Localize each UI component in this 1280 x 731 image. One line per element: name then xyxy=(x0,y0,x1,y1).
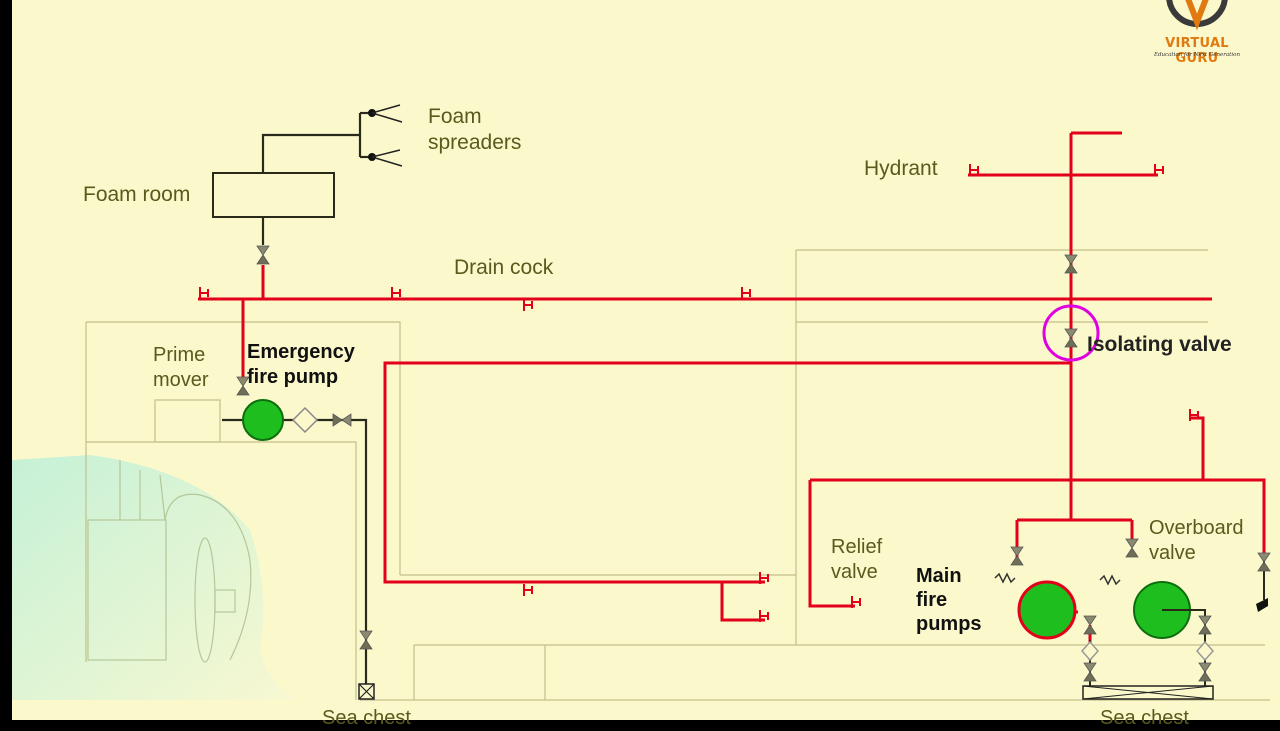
main-engine-outline xyxy=(87,460,252,663)
strainer-icon xyxy=(291,406,319,434)
relief-valve-spring-icon xyxy=(994,572,1016,584)
drain-cock-label: Drain cock xyxy=(454,256,554,279)
brand-logo: VIRTUAL GURU Education for Next Generati… xyxy=(1142,0,1252,66)
overboard-discharge-icon xyxy=(1256,598,1268,612)
engine-room-area xyxy=(12,455,300,700)
relief-valve-label: Relief valve xyxy=(831,536,883,583)
foam-room-tank xyxy=(212,172,335,218)
isolating-valve-label: Isolating valve xyxy=(1087,333,1232,356)
sea-chest-left-label: Sea chest xyxy=(322,707,411,729)
foam-spreader-nozzle-icon xyxy=(368,104,403,167)
emergency-fire-pump-label: Emergency fire pump xyxy=(247,341,355,388)
strainer-icon xyxy=(1195,640,1215,662)
relief-valve-spring-icon xyxy=(1099,574,1121,586)
hull-outlines xyxy=(85,249,1270,701)
virtual-guru-logo-icon xyxy=(1166,0,1228,31)
isolating-valve-highlight-ring xyxy=(1042,304,1100,362)
main-fire-pumps-label: Main fire pumps xyxy=(916,565,982,635)
hydrant-label: Hydrant xyxy=(864,157,938,180)
overboard-valve-label: Overboard valve xyxy=(1149,517,1244,564)
emergency-fire-pump-icon xyxy=(242,399,284,441)
prime-mover-label: Prime mover xyxy=(153,344,209,391)
main-fire-pump-1-icon xyxy=(1017,580,1077,640)
brand-tagline: Education for Next Generation xyxy=(1153,52,1241,58)
strainer-icon xyxy=(1080,640,1100,662)
foam-room-label: Foam room xyxy=(83,183,191,206)
brand-name: VIRTUAL GURU xyxy=(1165,36,1229,66)
foam-spreaders-label: Foam spreaders xyxy=(428,105,522,155)
sea-chest-right-label: Sea chest xyxy=(1100,707,1189,729)
